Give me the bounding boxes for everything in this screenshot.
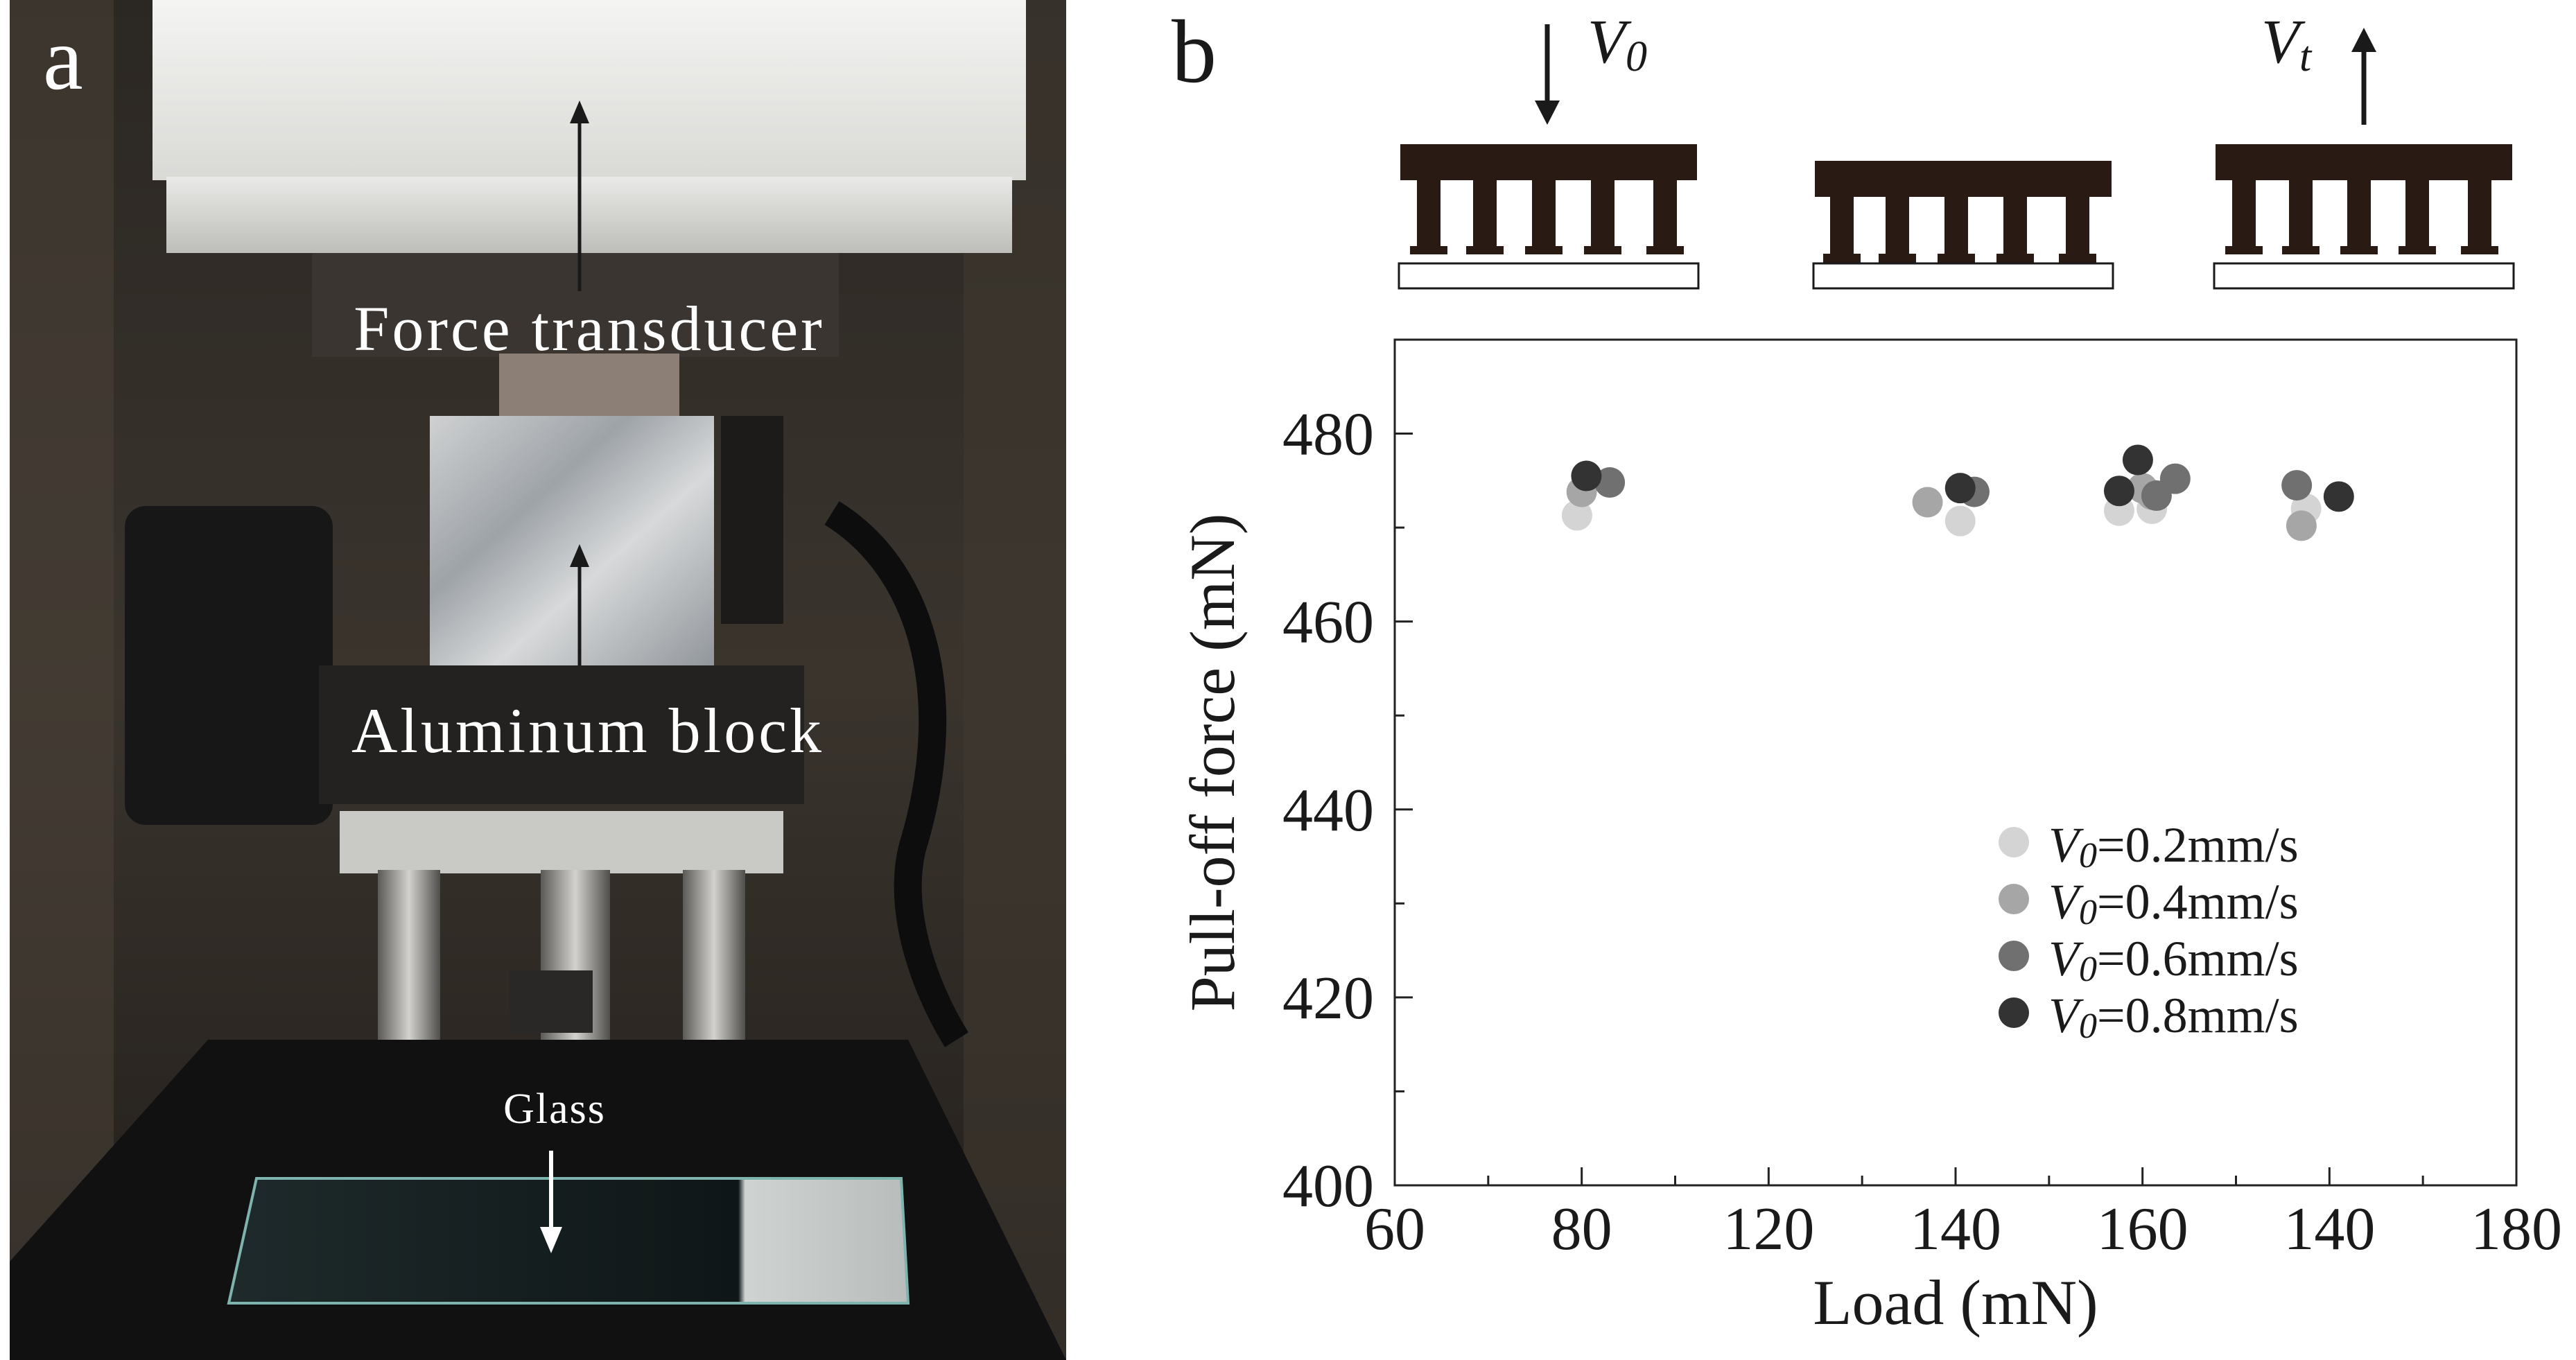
aluminum-block-shape bbox=[430, 416, 714, 672]
data-point bbox=[2122, 444, 2153, 476]
schematic-approach: V0 bbox=[1398, 8, 1700, 290]
x-tick-label: 180 bbox=[2471, 1196, 2562, 1263]
substrate-1 bbox=[1398, 262, 1700, 290]
cable bbox=[824, 500, 968, 1047]
legend-marker bbox=[1999, 827, 2029, 857]
transducer-housing bbox=[153, 0, 1026, 180]
x-axis-label: Load (mN) bbox=[1813, 1267, 2098, 1338]
data-point bbox=[2103, 476, 2134, 507]
legend-label: V0=0.4mm/s bbox=[2048, 874, 2299, 932]
substrate-2 bbox=[1812, 262, 2114, 290]
copper-adapter bbox=[499, 354, 679, 416]
x-tick-label: 80 bbox=[1551, 1196, 1612, 1263]
block-side-shadow bbox=[721, 416, 783, 624]
legend-marker bbox=[1999, 997, 2029, 1028]
data-point bbox=[2286, 510, 2317, 541]
data-point bbox=[2141, 480, 2172, 512]
x-tick-label: 120 bbox=[1723, 1196, 1814, 1263]
y-axis-label: Pull-off force (mN) bbox=[1177, 514, 1248, 1012]
arrowhead-aluminum-block bbox=[570, 544, 589, 567]
y-tick-label: 400 bbox=[1282, 1153, 1374, 1220]
backing-1 bbox=[1400, 144, 1697, 180]
arrowhead-glass bbox=[540, 1227, 562, 1253]
left-frame bbox=[10, 0, 114, 1360]
data-point bbox=[1912, 487, 1943, 518]
data-point bbox=[1561, 500, 1592, 531]
y-tick-label: 480 bbox=[1282, 401, 1374, 469]
x-tick-label: 140 bbox=[1910, 1196, 2001, 1263]
stage-plate bbox=[340, 811, 783, 873]
label-glass: Glass bbox=[503, 1086, 606, 1133]
data-point bbox=[1944, 473, 1976, 504]
legend-marker bbox=[1999, 884, 2029, 914]
arrowhead-v0 bbox=[1535, 101, 1560, 125]
pillars-1 bbox=[1410, 177, 1684, 254]
legend-label: V0=0.2mm/s bbox=[2048, 817, 2299, 875]
label-v0: V0 bbox=[1587, 8, 1647, 80]
x-tick-label: 60 bbox=[1364, 1196, 1425, 1263]
panel-a-letter: a bbox=[43, 9, 83, 109]
x-tick-label: 160 bbox=[2097, 1196, 2188, 1263]
backing-3 bbox=[2216, 144, 2512, 180]
glass-slide bbox=[227, 1177, 910, 1305]
y-tick-label: 460 bbox=[1282, 589, 1374, 656]
arrowhead-force-transducer bbox=[570, 101, 589, 123]
data-point bbox=[2281, 470, 2313, 501]
legend-label: V0=0.8mm/s bbox=[2048, 988, 2299, 1046]
label-force-transducer: Force transducer bbox=[354, 293, 825, 364]
y-tick-label: 440 bbox=[1282, 777, 1374, 844]
schematic-retraction: Vt bbox=[2213, 8, 2515, 290]
schematic-contact bbox=[1812, 161, 2114, 290]
plot-frame bbox=[1393, 338, 2518, 1187]
arrowhead-vt bbox=[2351, 28, 2376, 52]
legend: V0=0.2mm/sV0=0.4mm/sV0=0.6mm/sV0=0.8mm/s bbox=[1999, 817, 2299, 1046]
label-vt: Vt bbox=[2261, 8, 2313, 80]
scatter-chart: 60 80 120 140 160 140 180 400 420 440 460 480 Load… bbox=[1177, 338, 2562, 1338]
pillars-2 bbox=[1823, 194, 2096, 263]
data-point bbox=[2323, 481, 2354, 512]
pillars-3 bbox=[2225, 177, 2498, 254]
y-axis: 400 420 440 460 480 bbox=[1282, 401, 1413, 1220]
legend-label: V0=0.6mm/s bbox=[2048, 931, 2299, 989]
transducer-plate bbox=[166, 177, 1012, 253]
x-axis: 60 80 120 140 160 140 180 bbox=[1364, 1167, 2562, 1263]
panel-b-letter: b bbox=[1172, 2, 1217, 102]
probe-holder bbox=[510, 970, 593, 1033]
panel-b: b V0 bbox=[1172, 2, 2562, 1338]
data-point bbox=[1571, 460, 1602, 491]
x-tick-label: 140 bbox=[2283, 1196, 2375, 1263]
label-aluminum-block: Aluminum block bbox=[351, 695, 824, 766]
data-points bbox=[1561, 444, 2354, 541]
backing-2 bbox=[1815, 161, 2112, 197]
panel-a-photo: Force transducer Aluminum block Glass a bbox=[10, 0, 1066, 1360]
motor-body bbox=[125, 506, 333, 825]
legend-marker bbox=[1999, 941, 2029, 971]
motor-base bbox=[319, 665, 804, 804]
mount-ring bbox=[312, 253, 839, 357]
data-point bbox=[1944, 505, 1976, 537]
substrate-3 bbox=[2213, 262, 2515, 290]
data-point bbox=[1594, 467, 1626, 498]
y-tick-label: 420 bbox=[1282, 965, 1374, 1032]
